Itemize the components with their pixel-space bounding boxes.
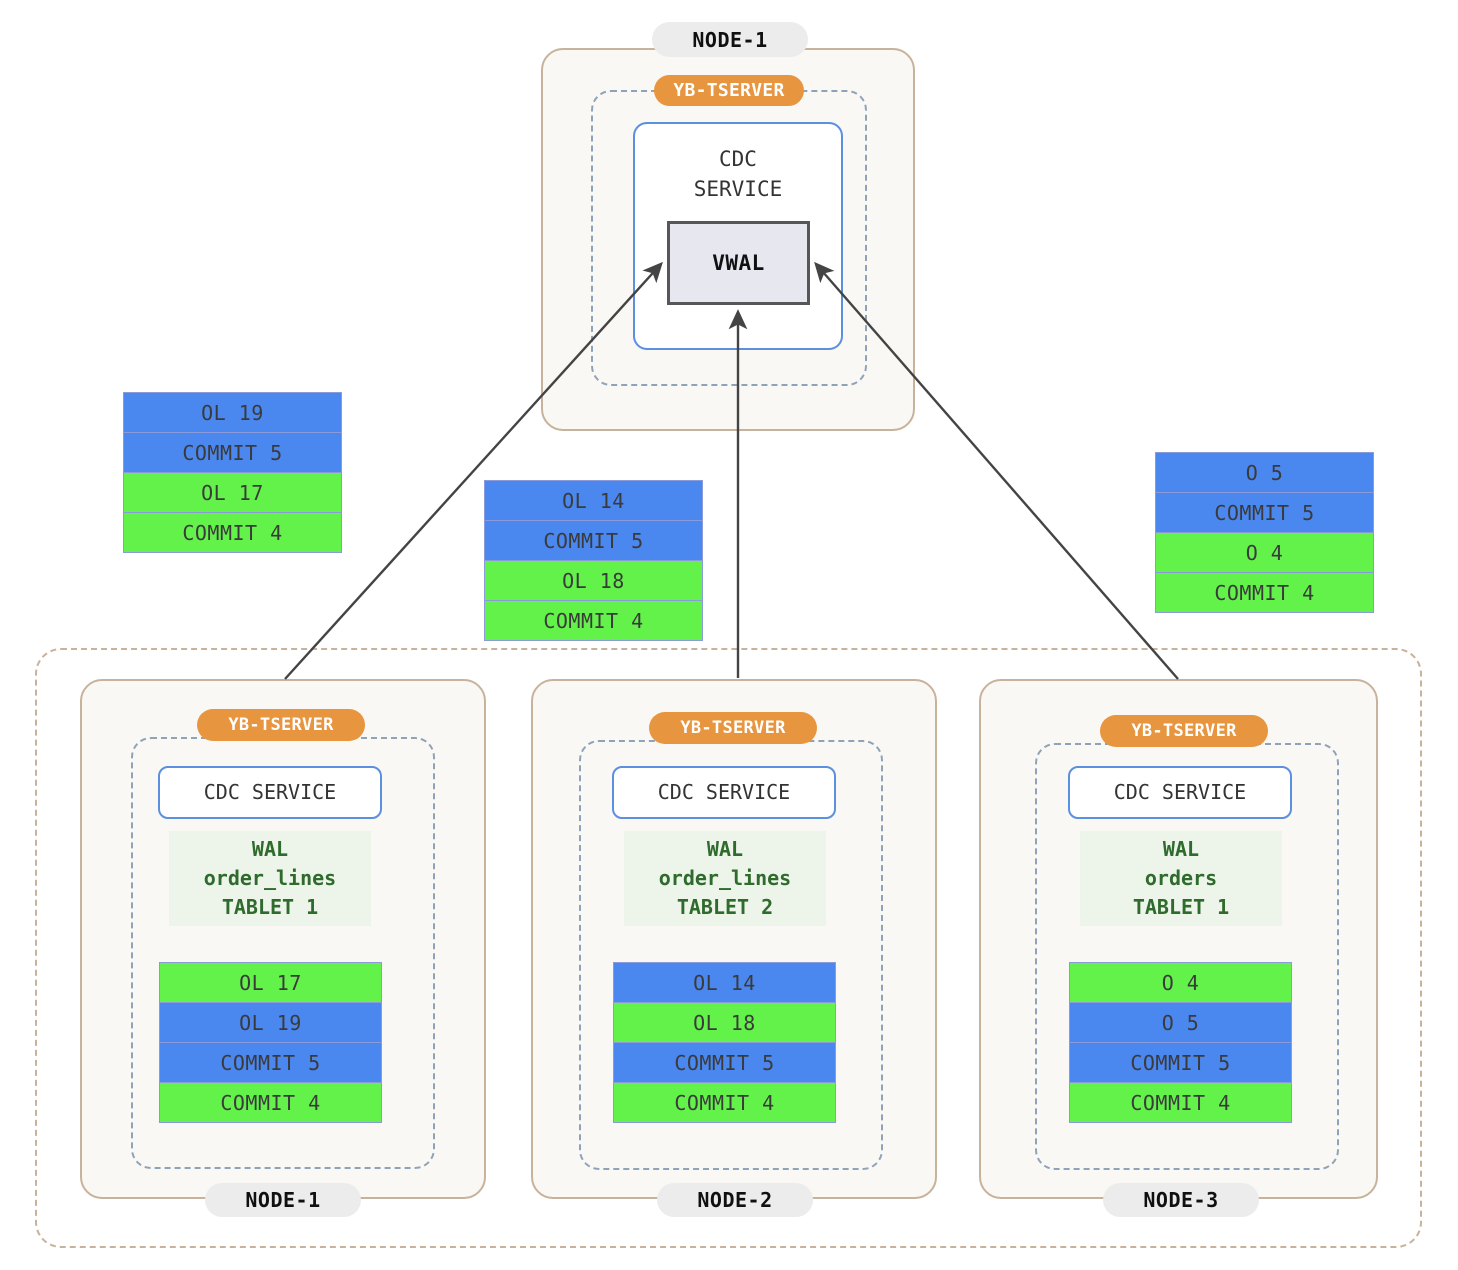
record-row: OL 19 xyxy=(159,1002,382,1042)
record-row: COMMIT 5 xyxy=(613,1042,836,1082)
record-row: O 4 xyxy=(1069,962,1292,1002)
cluster-node-2-wal: WAL order_lines TABLET 2 xyxy=(624,831,826,926)
vwal-box: VWAL xyxy=(667,221,810,305)
cluster-node-card-2 xyxy=(531,679,937,1199)
cluster-node-2-tserver-badge: YB-TSERVER xyxy=(649,712,817,744)
record-row: O 4 xyxy=(1155,532,1374,572)
cluster-node-3-cdc-service: CDC SERVICE xyxy=(1068,766,1292,819)
cluster-node-3-tserver-badge: YB-TSERVER xyxy=(1100,715,1268,747)
cluster-node-3-wal: WAL orders TABLET 1 xyxy=(1080,831,1282,926)
record-row: COMMIT 4 xyxy=(159,1082,382,1123)
record-row: OL 17 xyxy=(123,472,342,512)
record-row: COMMIT 5 xyxy=(1155,492,1374,532)
record-row: COMMIT 4 xyxy=(1155,572,1374,613)
record-row: COMMIT 4 xyxy=(484,600,703,641)
record-row: COMMIT 5 xyxy=(484,520,703,560)
cluster-boundary xyxy=(35,648,1422,1248)
record-row: OL 14 xyxy=(484,480,703,520)
record-row: O 5 xyxy=(1155,452,1374,492)
record-row: COMMIT 5 xyxy=(1069,1042,1292,1082)
cluster-node-2-cdc-service: CDC SERVICE xyxy=(612,766,836,819)
cluster-node-3-label: NODE-3 xyxy=(1103,1183,1259,1217)
record-row: OL 18 xyxy=(613,1002,836,1042)
cluster-node-1-tserver-badge: YB-TSERVER xyxy=(197,709,365,741)
cluster-node-2-label: NODE-2 xyxy=(657,1183,813,1217)
record-row: COMMIT 5 xyxy=(159,1042,382,1082)
record-row: OL 14 xyxy=(613,962,836,1002)
record-row: OL 18 xyxy=(484,560,703,600)
record-row: COMMIT 4 xyxy=(1069,1082,1292,1123)
cluster-node-1-cdc-service: CDC SERVICE xyxy=(158,766,382,819)
cluster-node-card-1 xyxy=(80,679,486,1199)
cluster-node-1-label: NODE-1 xyxy=(205,1183,361,1217)
record-row: OL 19 xyxy=(123,392,342,432)
record-row: O 5 xyxy=(1069,1002,1292,1042)
record-row: COMMIT 4 xyxy=(123,512,342,553)
record-row: COMMIT 5 xyxy=(123,432,342,472)
record-row: OL 17 xyxy=(159,962,382,1002)
cluster-node-1-wal: WAL order_lines TABLET 1 xyxy=(169,831,371,926)
top-node-tserver-badge: YB-TSERVER xyxy=(654,75,804,106)
top-node-label: NODE-1 xyxy=(652,22,808,57)
record-row: COMMIT 4 xyxy=(613,1082,836,1123)
